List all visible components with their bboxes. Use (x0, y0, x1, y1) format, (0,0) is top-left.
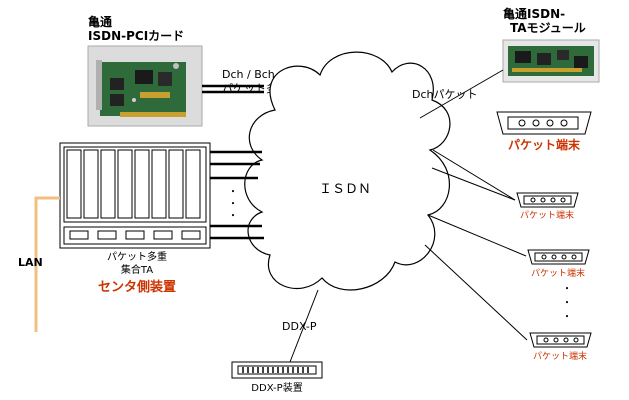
large-terminal-label: パケット端末 (508, 137, 581, 152)
pci-link-label-line1: Dch / Bch (222, 68, 275, 81)
terminal-links (424, 149, 528, 341)
small-terminal-label-3: パケット端末 (533, 350, 587, 362)
rack-lines-ellipsis-3: ・ (228, 211, 238, 222)
pci-card-photo (87, 45, 203, 127)
terminal-ellipsis-2: ・ (562, 298, 572, 309)
pci-card-title-line1: 亀通 (88, 14, 112, 29)
isdn-cloud-label: ＩＳＤＮ (319, 182, 371, 197)
small-packet-terminal-1 (516, 192, 579, 208)
pci-card-title-line2: ISDN-PCIカード (88, 29, 184, 43)
ta-module-link-line (419, 69, 504, 119)
isdn-cloud (244, 51, 451, 291)
lan-line (34, 196, 60, 332)
terminal-ellipsis-1: ・ (562, 284, 572, 295)
terminal-ellipsis-3: ・ (562, 312, 572, 323)
small-terminal-label-2: パケット端末 (531, 267, 585, 279)
pci-link-lines (202, 84, 264, 94)
ddx-device-label: DDX-P装置 (251, 381, 302, 394)
rack-lines-ellipsis-1: ・ (228, 187, 238, 198)
large-packet-terminal (496, 111, 592, 135)
small-packet-terminal-2 (527, 249, 590, 265)
ddx-link-line (289, 289, 319, 363)
ta-module-title-line2: TAモジュール (510, 21, 586, 35)
rack-isdn-lines (210, 150, 264, 240)
center-site-label: センタ側装置 (98, 279, 176, 295)
small-packet-terminal-3 (529, 332, 592, 348)
ta-module-photo (502, 39, 600, 83)
rack-label-line1: パケット多重 (107, 250, 167, 263)
ta-module-title-line1: 亀通ISDN- (503, 6, 565, 21)
multiplex-ta-rack (59, 142, 211, 249)
rack-lines-ellipsis-2: ・ (228, 199, 238, 210)
ddx-device (231, 361, 323, 379)
rack-label-line2: 集合TA (121, 263, 153, 276)
ta-module-link-label: Dchパケット (412, 88, 478, 101)
ddx-link-label: DDX-P (282, 320, 317, 333)
small-terminal-label-1: パケット端末 (520, 209, 574, 221)
lan-label: LAN (18, 256, 43, 269)
